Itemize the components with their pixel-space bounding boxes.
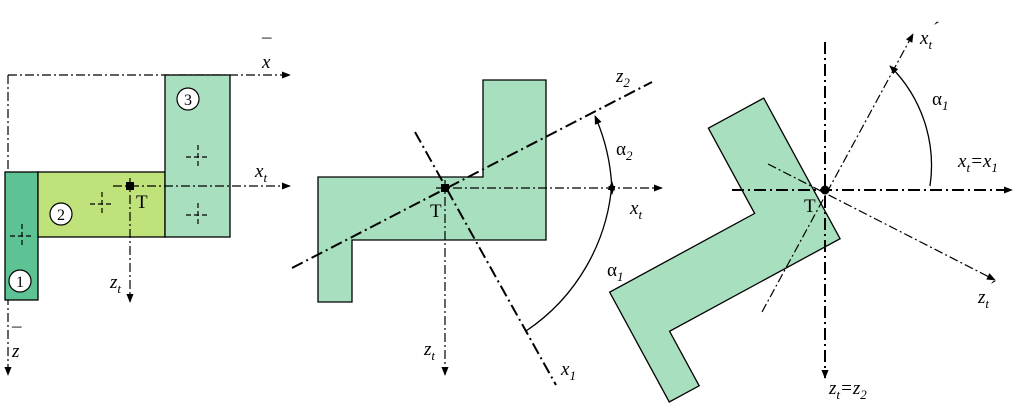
part-3-upper-cross <box>186 145 210 169</box>
part-3-number: 3 <box>176 87 200 111</box>
xbar-label: x <box>261 52 271 73</box>
part-2-number: 2 <box>49 202 73 226</box>
svg-text:2: 2 <box>57 207 65 224</box>
centroid-label-panel1: T <box>136 192 148 213</box>
panel-1-composite-section: 1 2 3 x ¯ z ¯ xt zt T <box>4 36 291 376</box>
centroid-label-panel2: T <box>430 201 442 222</box>
centroid-label-panel3: T <box>804 196 816 217</box>
zt-prime-label: zt´ <box>977 278 996 311</box>
section-shape-panel2 <box>317 79 547 303</box>
x1-label: x1 <box>560 359 576 383</box>
svg-text:3: 3 <box>184 92 192 109</box>
xt-prime-label: xt´ <box>919 19 939 52</box>
xt-label-panel1: xt <box>254 161 267 185</box>
xt-prime-axis <box>761 33 914 313</box>
zt-label-panel2: zt <box>423 339 435 363</box>
zbar-overbar: ¯ <box>11 325 22 346</box>
centroid-marker-panel3 <box>820 185 830 195</box>
zt-label-panel1: zt <box>109 272 121 296</box>
alpha1-arc <box>525 181 616 332</box>
x1-principal-axis <box>414 131 557 386</box>
xt-label-panel2: xt <box>629 198 642 222</box>
part-2-centroid-cross <box>90 192 114 216</box>
xt-eq-x1-label: xt=x1 <box>957 151 998 175</box>
centroid-marker-panel2 <box>441 184 449 192</box>
svg-text:1: 1 <box>16 274 24 291</box>
part-1-number: 1 <box>8 269 32 293</box>
zt-eq-z2-label: zt=z2 <box>828 378 867 402</box>
z2-label: z2 <box>615 66 630 90</box>
alpha1-label-panel3: α1 <box>932 89 948 113</box>
part-1-centroid-cross <box>10 224 34 248</box>
alpha1-label-panel2: α1 <box>607 260 623 284</box>
alpha2-label: α2 <box>616 139 633 163</box>
z2-principal-axis <box>291 81 653 269</box>
section-shape-panel3 <box>608 97 841 403</box>
zt-prime-axis <box>767 163 996 281</box>
xbar-overbar: ¯ <box>261 36 272 57</box>
centroid-marker-panel1 <box>126 182 134 190</box>
alpha2-arc <box>594 115 616 195</box>
panel-2-principal-axes: z2 α2 xt α1 zt x1 T <box>291 66 663 386</box>
zbar-label: z <box>11 341 20 362</box>
panel-3-rotated-section: xt´ α1 xt=x1 zt´ zt=z2 T <box>608 19 1013 403</box>
alpha1-arc-panel3 <box>889 65 933 187</box>
part-3-lower-cross <box>186 203 210 227</box>
